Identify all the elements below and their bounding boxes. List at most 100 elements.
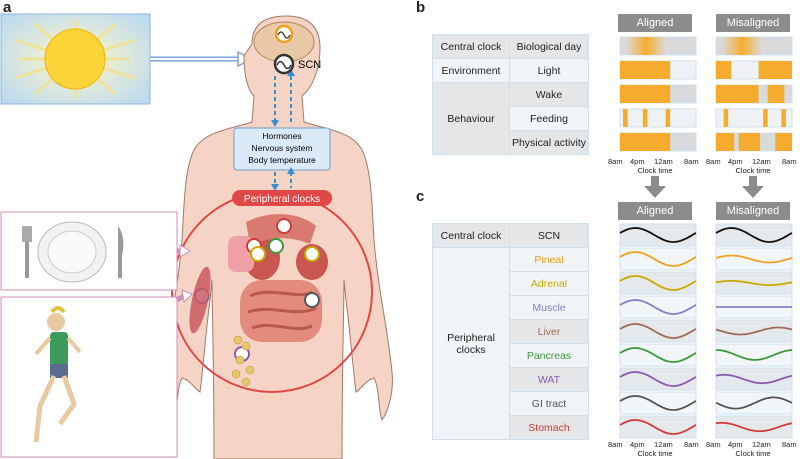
c-row-liver: Liver <box>509 319 589 344</box>
c-curve-scn-aligned <box>619 227 697 243</box>
c-group-peripheral: Peripheral clocks <box>432 247 510 440</box>
c-row-adrenal: Adrenal <box>509 271 589 296</box>
b-a-tick-4pm: 4pm <box>630 157 645 166</box>
c-cell-0-m <box>715 223 793 247</box>
b-bar-row-1-a <box>619 60 697 80</box>
b-a-tick-8am: 8am <box>608 157 623 166</box>
b-bar-row-1-m <box>715 60 793 80</box>
c-curve-adrenal-misaligned <box>715 280 793 286</box>
c-a-axis-label: Clock time <box>637 449 673 458</box>
brain-clock-icon <box>274 24 294 44</box>
signal-arrows <box>274 76 292 188</box>
c-row-muscle: Muscle <box>509 295 589 320</box>
c-aligned-header: Aligned <box>618 202 692 220</box>
c-cell-1-a <box>619 247 697 271</box>
c-curve-pancreas-misaligned <box>716 349 793 361</box>
c-cell-0-a <box>619 223 697 247</box>
b-m-tick-12am: 12am <box>752 157 771 166</box>
b-bar-row-2-a <box>619 84 697 104</box>
c-curve-liver-aligned <box>619 323 697 339</box>
c-row-stomach: Stomach <box>509 415 589 440</box>
row-feeding: Feeding <box>509 106 589 131</box>
c-row-pineal: Pineal <box>509 247 589 272</box>
row-wake: Wake <box>509 82 589 107</box>
row-physical-activity: Physical activity <box>509 130 589 155</box>
peripheral-clocks-pill <box>232 190 332 206</box>
b-a-tick-8am-end: 8am <box>684 157 699 166</box>
c-curve-wat-aligned <box>619 371 697 387</box>
c-cell-5-a <box>619 343 697 367</box>
c-curve-adrenal-aligned <box>619 275 697 291</box>
panel-label-b: b <box>416 0 426 16</box>
runner-icon <box>0 296 178 458</box>
c-group-central-clock: Central clock <box>432 223 510 248</box>
b-m-tick-8am-end: 8am <box>782 157 797 166</box>
c-cell-4-a <box>619 319 697 343</box>
c-row-gi-tract: GI tract <box>509 391 589 416</box>
c-m-tick-8am: 8am <box>706 440 721 449</box>
b-m-tick-4pm: 4pm <box>728 157 743 166</box>
sun-icon <box>0 13 151 105</box>
b-m-axis-label: Clock time <box>735 166 771 175</box>
panel-c-table: Central clock SCN Peripheral clocks Pine… <box>432 223 589 440</box>
c-cell-6-a <box>619 367 697 391</box>
c-curve-stomach-aligned <box>619 419 697 435</box>
b-aligned-header: Aligned <box>618 14 692 32</box>
c-curve-scn-misaligned <box>715 227 793 243</box>
panel-a-illustration: Peripheral clocks Hormones Nervous syste… <box>0 13 393 459</box>
down-arrow-icon <box>644 176 666 198</box>
light-arrow <box>150 50 254 68</box>
b-bar-row-4-a <box>619 132 697 152</box>
c-curve-pineal-misaligned <box>715 254 793 264</box>
scn-clock-icon <box>273 53 295 75</box>
signal-body-temperature: Body temperature <box>248 155 316 165</box>
b-to-c-arrows <box>644 176 764 198</box>
group-behaviour: Behaviour <box>432 82 510 155</box>
c-a-tick-12am: 12am <box>654 440 673 449</box>
c-m-tick-12am: 12am <box>752 440 771 449</box>
c-curve-gi-tract-misaligned <box>715 396 793 410</box>
row-biological-day: Biological day <box>509 34 589 59</box>
plate-icon <box>0 211 178 291</box>
down-arrow-icon <box>742 176 764 198</box>
c-cell-8-m <box>715 415 793 439</box>
b-misaligned-header: Misaligned <box>716 14 790 32</box>
b-bar-row-3-a <box>619 108 697 128</box>
exercise-arrow <box>175 289 193 304</box>
b-bar-row-3-m <box>715 108 793 128</box>
signal-hormones: Hormones <box>262 131 301 141</box>
c-row-scn: SCN <box>509 223 589 248</box>
feeding-arrow <box>177 244 191 258</box>
c-curve-pineal-aligned <box>619 251 697 267</box>
c-cell-6-m <box>715 367 793 391</box>
c-cell-4-m <box>715 319 793 343</box>
signal-box <box>233 127 331 171</box>
c-cell-7-a <box>619 391 697 415</box>
group-environment: Environment <box>432 58 510 83</box>
c-m-tick-8am-end: 8am <box>782 440 797 449</box>
c-a-tick-4pm: 4pm <box>630 440 645 449</box>
signal-nervous-system: Nervous system <box>252 143 313 153</box>
c-row-pancreas: Pancreas <box>509 343 589 368</box>
panel-b-table: Central clock Biological day Environment… <box>432 34 589 155</box>
b-bar-row-0-m <box>715 36 793 56</box>
c-curve-muscle-aligned <box>619 299 697 315</box>
c-cell-1-m <box>715 247 793 271</box>
c-cell-5-m <box>715 343 793 367</box>
row-light: Light <box>509 58 589 83</box>
b-m-tick-8am: 8am <box>706 157 721 166</box>
c-row-wat: WAT <box>509 367 589 392</box>
c-m-tick-4pm: 4pm <box>728 440 743 449</box>
panel-label-a: a <box>3 0 12 16</box>
c-a-tick-8am-end: 8am <box>684 440 699 449</box>
scn-label: SCN <box>298 59 321 71</box>
group-central-clock: Central clock <box>432 34 510 59</box>
panel-c-rhythm-curves <box>619 223 793 439</box>
b-a-tick-12am: 12am <box>654 157 673 166</box>
c-misaligned-header: Misaligned <box>716 202 790 220</box>
c-curve-stomach-misaligned <box>715 421 793 433</box>
c-a-tick-8am: 8am <box>608 440 623 449</box>
panel-label-c: c <box>416 188 425 205</box>
c-m-axis-label: Clock time <box>735 449 771 458</box>
b-bar-row-2-m <box>715 84 793 104</box>
